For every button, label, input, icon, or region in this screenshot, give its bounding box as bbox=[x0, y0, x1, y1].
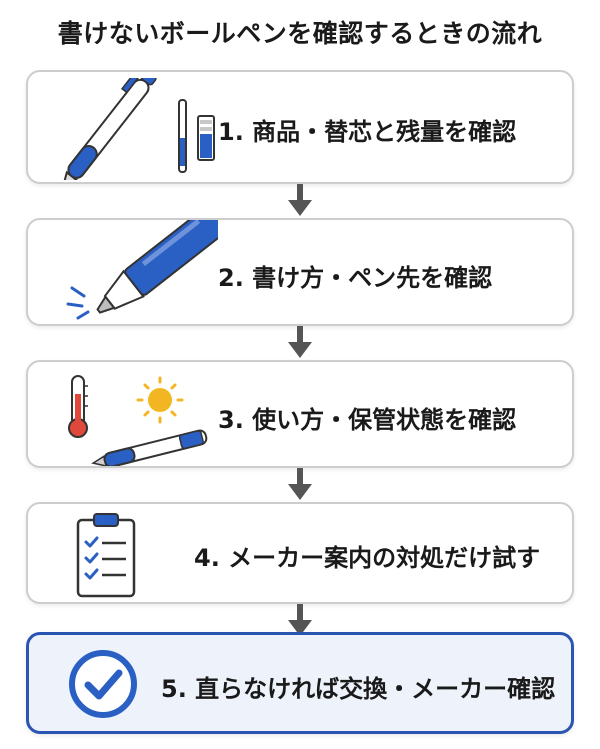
step-card-5: 5. 直らなければ交換・メーカー確認 bbox=[26, 632, 574, 734]
arrow-down-icon bbox=[288, 468, 312, 500]
step-label-4: 4. メーカー案内の対処だけ試す bbox=[194, 544, 541, 572]
clipboard-checklist-icon bbox=[76, 513, 136, 598]
thermometer-sun-pen-icon bbox=[68, 375, 208, 466]
arrow-down-icon bbox=[288, 184, 312, 216]
step-card-1: 1. 商品・替芯と残量を確認 bbox=[26, 70, 574, 184]
step-label-2: 2. 書け方・ペン先を確認 bbox=[218, 264, 493, 292]
step-label-3: 3. 使い方・保管状態を確認 bbox=[218, 406, 517, 434]
step-label-5: 5. 直らなければ交換・メーカー確認 bbox=[161, 675, 556, 703]
arrow-down-icon bbox=[288, 604, 312, 636]
step-card-3: 3. 使い方・保管状態を確認 bbox=[26, 360, 574, 468]
step-card-2: 2. 書け方・ペン先を確認 bbox=[26, 218, 574, 326]
check-circle-icon bbox=[69, 650, 137, 718]
step-label-1: 1. 商品・替芯と残量を確認 bbox=[218, 118, 517, 146]
diagram-title: 書けないボールペンを確認するときの流れ bbox=[57, 19, 543, 48]
arrow-down-icon bbox=[288, 326, 312, 358]
pen-and-refill-icon bbox=[61, 78, 215, 180]
pen-tip-icon bbox=[66, 220, 218, 320]
step-card-4: 4. メーカー案内の対処だけ試す bbox=[26, 502, 574, 604]
